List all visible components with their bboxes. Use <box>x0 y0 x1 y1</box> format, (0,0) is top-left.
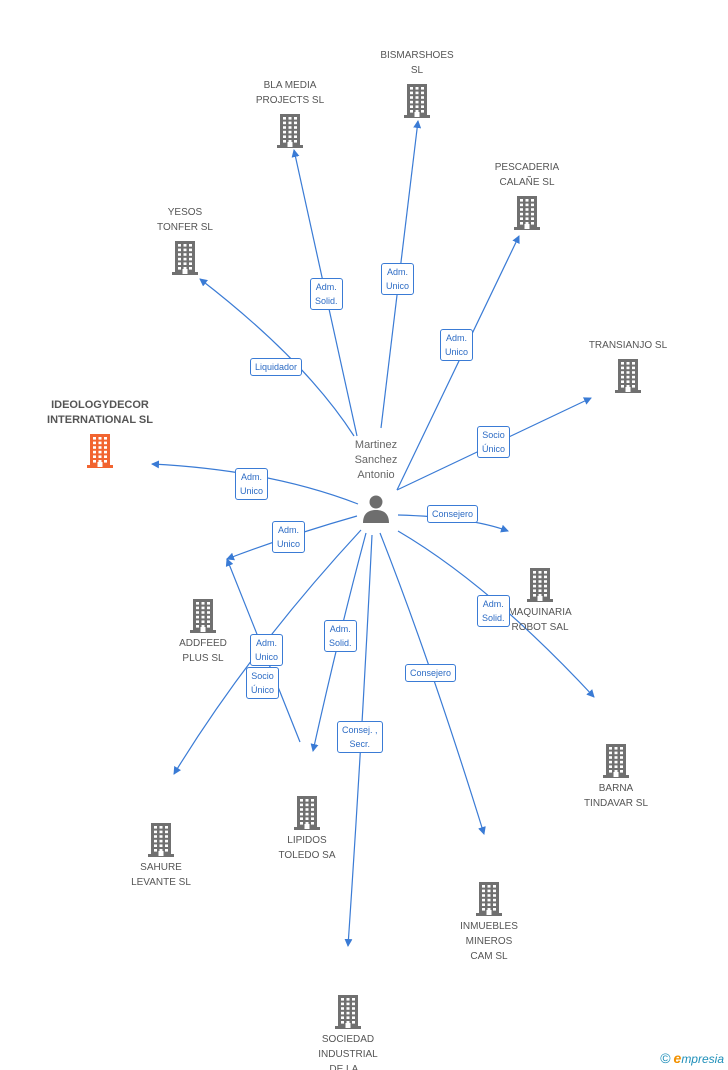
company-name: BARNA TINDAVAR SL <box>583 783 649 809</box>
building-icon <box>514 196 540 230</box>
company-name: TRANSIANJO SL <box>588 340 668 351</box>
company-name: YESOS TONFER SL <box>157 207 213 233</box>
edge-label: Adm. Unico <box>250 634 284 666</box>
company-node-ideologydecor[interactable]: IDEOLOGYDECOR INTERNATIONAL SL <box>30 398 170 468</box>
edge-label: Liquidador <box>250 358 303 376</box>
brand-initial: e <box>673 1050 682 1066</box>
company-node-lipidos[interactable]: LIPIDOS TOLEDO SA <box>262 794 352 863</box>
brand-footer: ©empresia <box>660 1050 724 1066</box>
edge-label: Adm. Solid. <box>310 278 343 310</box>
building-icon <box>603 744 629 778</box>
building-icon <box>190 599 216 633</box>
company-name: LIPIDOS TOLEDO SA <box>278 835 336 861</box>
building-icon <box>335 995 361 1029</box>
company-node-bismarshoes[interactable]: BISMARSHOES SL <box>372 48 462 118</box>
building-icon <box>87 434 113 468</box>
company-name: PESCADERIA CALAÑE SL <box>494 162 560 188</box>
edge-label: Adm. Solid. <box>324 620 357 652</box>
company-node-maquinaria[interactable]: MAQUINARIA ROBOT SAL <box>494 566 586 635</box>
company-node-yesos[interactable]: YESOS TONFER SL <box>140 205 230 275</box>
edge-pescaderia <box>396 235 520 491</box>
edge-label: Socio Único <box>246 667 280 699</box>
building-icon <box>148 823 174 857</box>
edge-label: Socio Único <box>477 426 511 458</box>
building-icon <box>404 84 430 118</box>
company-node-addfeed[interactable]: ADDFEED PLUS SL <box>160 597 246 666</box>
company-name: ADDFEED PLUS SL <box>179 638 227 664</box>
brand-name: mpresia <box>681 1052 724 1066</box>
company-node-transianjo[interactable]: TRANSIANJO SL <box>578 338 678 393</box>
edge-label: Adm. Unico <box>440 329 474 361</box>
building-icon <box>277 114 303 148</box>
building-icon <box>527 568 553 602</box>
center-person[interactable]: Martinez Sanchez Antonio <box>326 438 426 525</box>
edge-label: Adm. Unico <box>272 521 306 553</box>
company-name: SAHURE LEVANTE SL <box>131 862 191 888</box>
company-name: IDEOLOGYDECOR INTERNATIONAL SL <box>47 399 153 426</box>
edge-label: Consejero <box>405 664 457 682</box>
company-name: INMUEBLES MINEROS CAM SL <box>460 921 518 962</box>
edge-inmuebles <box>379 532 486 835</box>
building-icon <box>615 359 641 393</box>
company-name: BISMARSHOES SL <box>380 50 454 76</box>
building-icon <box>476 882 502 916</box>
company-node-sahure[interactable]: SAHURE LEVANTE SL <box>116 821 206 890</box>
edge-label: Consej. , Secr. <box>337 721 383 753</box>
copyright-symbol: © <box>660 1050 671 1066</box>
company-node-inmuebles[interactable]: INMUEBLES MINEROS CAM SL <box>444 880 534 964</box>
company-name: MAQUINARIA ROBOT SAL <box>508 607 572 633</box>
company-name: SOCIEDAD INDUSTRIAL DE LA... <box>318 1034 378 1070</box>
building-icon <box>172 241 198 275</box>
edge-label: Adm. Unico <box>235 468 269 500</box>
company-node-barna[interactable]: BARNA TINDAVAR SL <box>570 742 662 811</box>
edge-label: Adm. Solid. <box>477 595 510 627</box>
building-icon <box>294 796 320 830</box>
company-name: BLA MEDIA PROJECTS SL <box>255 80 325 106</box>
company-node-sociedad[interactable]: SOCIEDAD INDUSTRIAL DE LA... <box>300 993 396 1070</box>
edge-label: Consejero <box>427 505 479 523</box>
company-node-pescaderia[interactable]: PESCADERIA CALAÑE SL <box>482 160 572 230</box>
person-icon <box>363 495 389 523</box>
center-person-name: Martinez Sanchez Antonio <box>354 439 398 481</box>
company-node-bla-media[interactable]: BLA MEDIA PROJECTS SL <box>240 78 340 148</box>
edge-label: Adm. Unico <box>381 263 415 295</box>
